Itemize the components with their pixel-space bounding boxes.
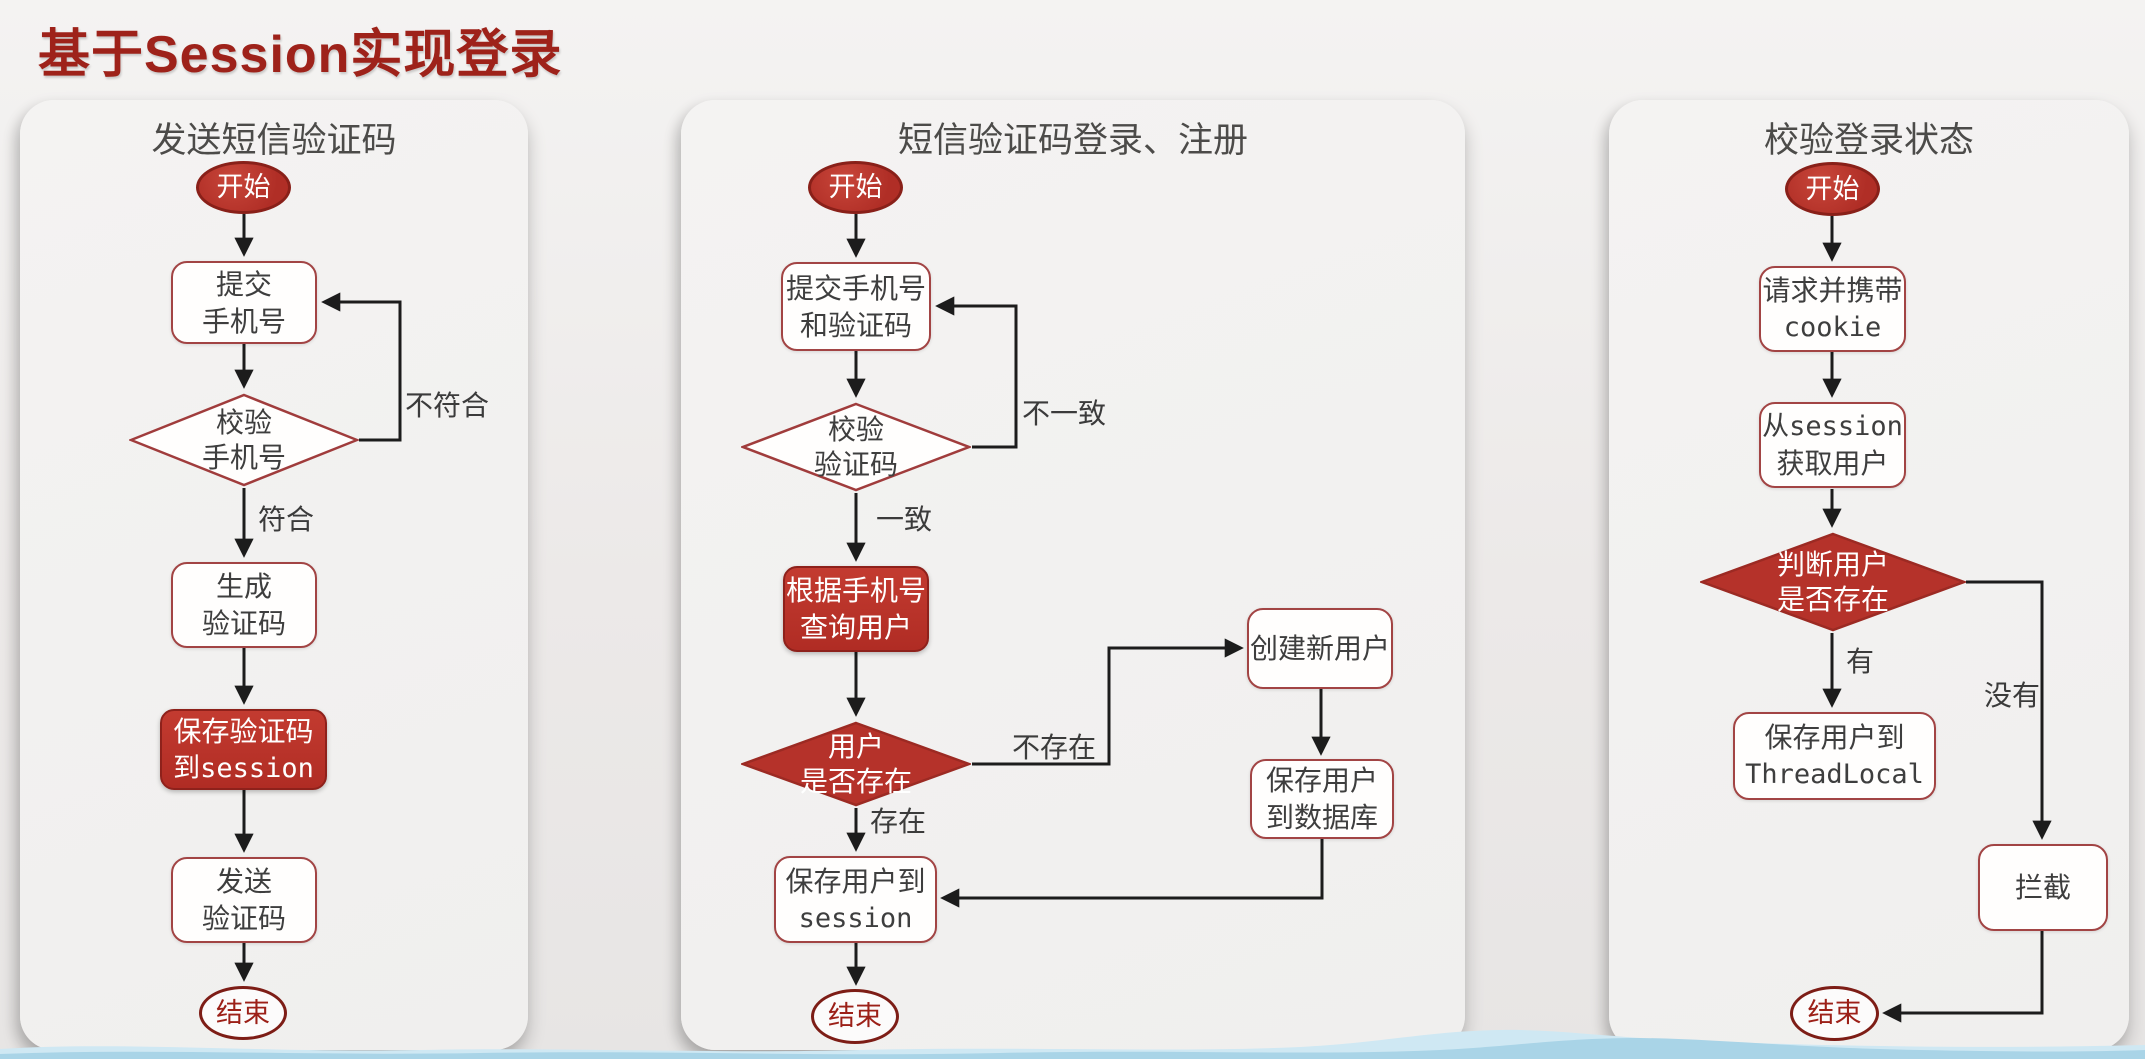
process-create-new-user: 创建新用户 [1247, 608, 1393, 689]
edge-label-not-exist: 不存在 [1012, 732, 1097, 763]
diamond-text: 校验 手机号 [129, 393, 359, 487]
edge-label-not-match: 不符合 [405, 390, 490, 421]
diamond-shape [1700, 532, 1966, 632]
decision-user-exists: 用户 是否存在 [741, 721, 971, 807]
process-intercept: 拦截 [1978, 844, 2108, 931]
end-node: 结束 [811, 989, 899, 1044]
node-line: 和验证码 [799, 309, 912, 341]
node-line: 是否存在 [1776, 584, 1889, 615]
node-line: ThreadLocal [1745, 759, 1924, 790]
diamond-shape [129, 393, 359, 487]
start-node: 开始 [808, 161, 903, 214]
process-generate-code: 生成 验证码 [171, 562, 317, 648]
start-node: 开始 [1785, 162, 1880, 216]
node-line: 从session [1762, 411, 1903, 442]
node-line: cookie [1783, 312, 1882, 343]
process-submit-phone: 提交 手机号 [171, 261, 317, 344]
node-line: 判断用户 [1776, 549, 1889, 580]
node-line: 获取用户 [1776, 448, 1889, 479]
panel-title: 校验登录状态 [1763, 121, 1974, 160]
edge-label-mismatch: 不一致 [1022, 398, 1107, 429]
edge-label-match: 一致 [876, 504, 933, 535]
edge-label-exist: 存在 [870, 806, 927, 837]
end-node: 结束 [199, 986, 287, 1040]
process-submit-phone-code: 提交手机号 和验证码 [781, 262, 931, 351]
node-line: 验证码 [201, 903, 286, 934]
panel-title: 发送短信验证码 [151, 121, 397, 160]
node-line: 到数据库 [1265, 802, 1378, 833]
end-node: 结束 [1790, 986, 1879, 1041]
process-query-user-by-phone: 根据手机号 查询用户 [783, 566, 929, 652]
node-line: 生成 [215, 571, 272, 602]
node-line: 是否存在 [799, 766, 912, 797]
diamond-text: 用户 是否存在 [741, 721, 971, 807]
node-line: 校验 [215, 407, 272, 438]
process-get-user-from-session: 从session 获取用户 [1759, 402, 1906, 488]
node-line: 到session [173, 752, 314, 784]
decision-judge-user-exists: 判断用户 是否存在 [1700, 532, 1966, 632]
diamond-text: 判断用户 是否存在 [1700, 532, 1966, 632]
process-save-user-threadlocal: 保存用户到 ThreadLocal [1733, 712, 1936, 800]
node-line: 保存用户到 [1764, 722, 1905, 753]
node-line: 手机号 [201, 305, 286, 337]
edge-label-no: 没有 [1984, 680, 2041, 711]
node-line: 保存用户 [1265, 765, 1378, 796]
process-request-with-cookie: 请求并携带 cookie [1759, 266, 1906, 352]
node-line: 提交 [215, 268, 272, 300]
node-line: 查询用户 [799, 612, 912, 643]
process-send-code: 发送 验证码 [171, 857, 317, 943]
bottom-wave-decoration [0, 1029, 2145, 1059]
node-line: 校验 [827, 414, 884, 445]
node-line: session [798, 902, 913, 934]
decision-check-phone: 校验 手机号 [129, 393, 359, 487]
edge-label-yes: 有 [1846, 646, 1875, 677]
node-line: 根据手机号 [785, 575, 926, 606]
node-line: 验证码 [813, 449, 898, 480]
node-line: 用户 [827, 731, 884, 762]
process-save-user-session: 保存用户到 session [774, 856, 937, 943]
node-line: 发送 [215, 866, 272, 897]
process-save-code-session: 保存验证码 到session [160, 709, 327, 790]
diamond-shape [741, 402, 971, 492]
decision-verify-code: 校验 验证码 [741, 402, 971, 492]
panel-title: 短信验证码登录、注册 [897, 121, 1248, 160]
node-line: 提交手机号 [785, 272, 926, 304]
node-line: 验证码 [201, 608, 286, 639]
diamond-text: 校验 验证码 [741, 402, 971, 492]
node-line: 保存用户到 [785, 865, 926, 897]
page-title: 基于Session实现登录 [38, 26, 563, 84]
node-line: 手机号 [201, 442, 286, 473]
node-line: 请求并携带 [1762, 275, 1903, 306]
diamond-shape [741, 721, 971, 807]
edge-label-match: 符合 [258, 504, 315, 535]
process-save-user-db: 保存用户 到数据库 [1250, 759, 1394, 839]
start-node: 开始 [196, 161, 291, 214]
node-line: 保存验证码 [173, 715, 314, 747]
